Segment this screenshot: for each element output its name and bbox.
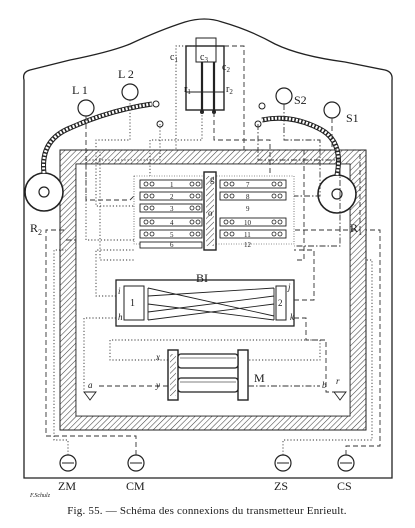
- switch-num-10: 10: [244, 219, 252, 227]
- switch-num-5: 5: [170, 231, 174, 239]
- magnet-M: [167, 349, 249, 401]
- board-outline: [22, 18, 393, 479]
- switch-num-3: 3: [170, 205, 174, 213]
- terminal-S2: [275, 87, 293, 105]
- switch-num-4: 4: [170, 219, 174, 227]
- coil-zigzag: [147, 287, 275, 321]
- magnet-y: y: [155, 380, 160, 390]
- label-S2: S2: [294, 93, 307, 107]
- magnet-label: M: [254, 371, 265, 385]
- label-r1: r1: [184, 84, 191, 96]
- coil-h: h: [118, 312, 123, 322]
- terminal-CM: [127, 454, 145, 472]
- coil-left-num: 1: [130, 298, 135, 309]
- label-r2: r2: [226, 84, 233, 96]
- terminal-ZM: [59, 454, 77, 472]
- terminal-L1: [77, 99, 95, 117]
- label-R1: R1: [350, 221, 362, 237]
- switch-num-7: 7: [246, 181, 250, 189]
- corner-a: a: [88, 380, 93, 390]
- label-L1: L 1: [72, 83, 88, 97]
- magnet-x: x: [155, 352, 160, 362]
- figure-caption: Fig. 55. — Schéma des connexions du tran…: [67, 505, 347, 517]
- receiver-R2: [24, 172, 64, 212]
- wiring: [45, 45, 381, 455]
- label-L2: L 2: [118, 67, 134, 81]
- label-R2: R2: [30, 221, 42, 237]
- receiver-R1: [317, 174, 357, 214]
- switch-num-1: 1: [170, 181, 174, 189]
- label-ZM: ZM: [58, 479, 76, 493]
- terminal-L2: [121, 83, 139, 101]
- coil-k: k: [290, 312, 295, 322]
- contact-block: [185, 37, 225, 114]
- label-CS: CS: [337, 479, 352, 493]
- switch-num-8: 8: [246, 193, 250, 201]
- coil-i: i: [118, 286, 121, 296]
- label-CM: CM: [126, 479, 145, 493]
- switch-num-6: 6: [170, 241, 174, 249]
- switch-num-9: 9: [246, 205, 250, 213]
- engraver-signature: F.Schulz: [29, 493, 51, 499]
- label-c3: c3: [200, 52, 208, 64]
- switch-num-2: 2: [170, 193, 174, 201]
- coil-j: j: [287, 282, 291, 292]
- coil-block: [115, 279, 295, 327]
- switch-num-12: 12: [244, 241, 252, 249]
- switch-num-11: 11: [244, 231, 251, 239]
- switch-block: [133, 171, 295, 251]
- coil-right-num: 2: [278, 298, 283, 308]
- label-c1: c1: [170, 52, 178, 64]
- corner-r: r: [336, 376, 340, 386]
- label-S1: S1: [346, 111, 359, 125]
- label-c2: c2: [222, 62, 230, 74]
- label-ZS: ZS: [274, 479, 288, 493]
- corner-b: b: [322, 380, 327, 390]
- terminal-S1: [323, 101, 341, 119]
- terminal-ZS: [274, 454, 292, 472]
- terminal-CS: [337, 454, 355, 472]
- label-o: o: [208, 208, 213, 218]
- coil-label: BI: [196, 271, 208, 285]
- label-g: g: [210, 174, 215, 184]
